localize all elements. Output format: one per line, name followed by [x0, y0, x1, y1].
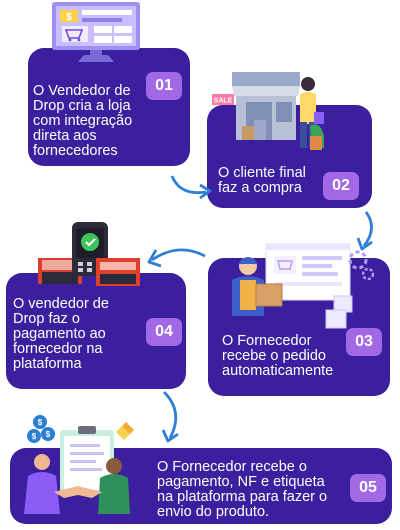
step-1-number: 01: [146, 72, 182, 100]
step-2-text: O cliente final faz a compra: [218, 166, 306, 196]
online-store-monitor-icon: $: [52, 2, 140, 62]
step-5-text: O Fornecedor recebe o pagamento, NF e et…: [157, 460, 327, 520]
step-4-line: O vendedor de: [13, 296, 109, 312]
step-3-line: recebe o pedido: [222, 348, 326, 364]
svg-text:$: $: [38, 418, 43, 427]
step-1-line: Drop cria a loja: [33, 98, 131, 114]
step-3-number: 03: [346, 328, 382, 356]
sale-sign: SALE: [214, 98, 233, 105]
card-payment-terminal-icon: [38, 222, 140, 286]
invoice-delivery-icon: $$$: [24, 415, 134, 514]
step-3-line: O Fornecedor: [222, 333, 312, 349]
step-1-line: com integração: [33, 113, 133, 129]
supplier-order-icon: [232, 243, 375, 329]
step-5-line: na plataforma para fazer o: [157, 489, 328, 505]
step-1-card: [28, 48, 190, 166]
step-4-line: Drop faz o: [13, 311, 80, 327]
step-1-line: fornecedores: [33, 143, 118, 159]
svg-text:$: $: [32, 432, 37, 441]
step-5-line: envio do produto.: [157, 504, 270, 520]
step-5-number: 05: [350, 474, 386, 502]
svg-text:$: $: [46, 430, 51, 439]
step-4-text: O vendedor de Drop faz o pagamento ao fo…: [13, 297, 109, 372]
step-5-line: pagamento, NF e etiqueta: [157, 474, 325, 490]
step-5-line: O Fornecedor recebe o: [157, 459, 307, 475]
step-1-line: direta aos: [33, 128, 97, 144]
step-1-line: O Vendedor de: [33, 83, 131, 99]
step-1-text: O Vendedor de Drop cria a loja com integ…: [33, 84, 132, 159]
step-2-line: faz a compra: [218, 180, 302, 196]
step-2-number: 02: [323, 172, 359, 200]
step-2-line: O cliente final: [218, 165, 306, 181]
step-4-number: 04: [146, 318, 182, 346]
monitor-price-tag: $: [66, 12, 72, 23]
step-4-line: plataforma: [13, 356, 82, 372]
step-3-text: O Fornecedor recebe o pedido automaticam…: [222, 334, 333, 379]
step-4-line: pagamento ao: [13, 326, 106, 342]
step-4-line: fornecedor na: [13, 341, 103, 357]
step-3-line: automaticamente: [222, 363, 334, 379]
shop-front-shopper-icon: SALE: [212, 72, 324, 150]
